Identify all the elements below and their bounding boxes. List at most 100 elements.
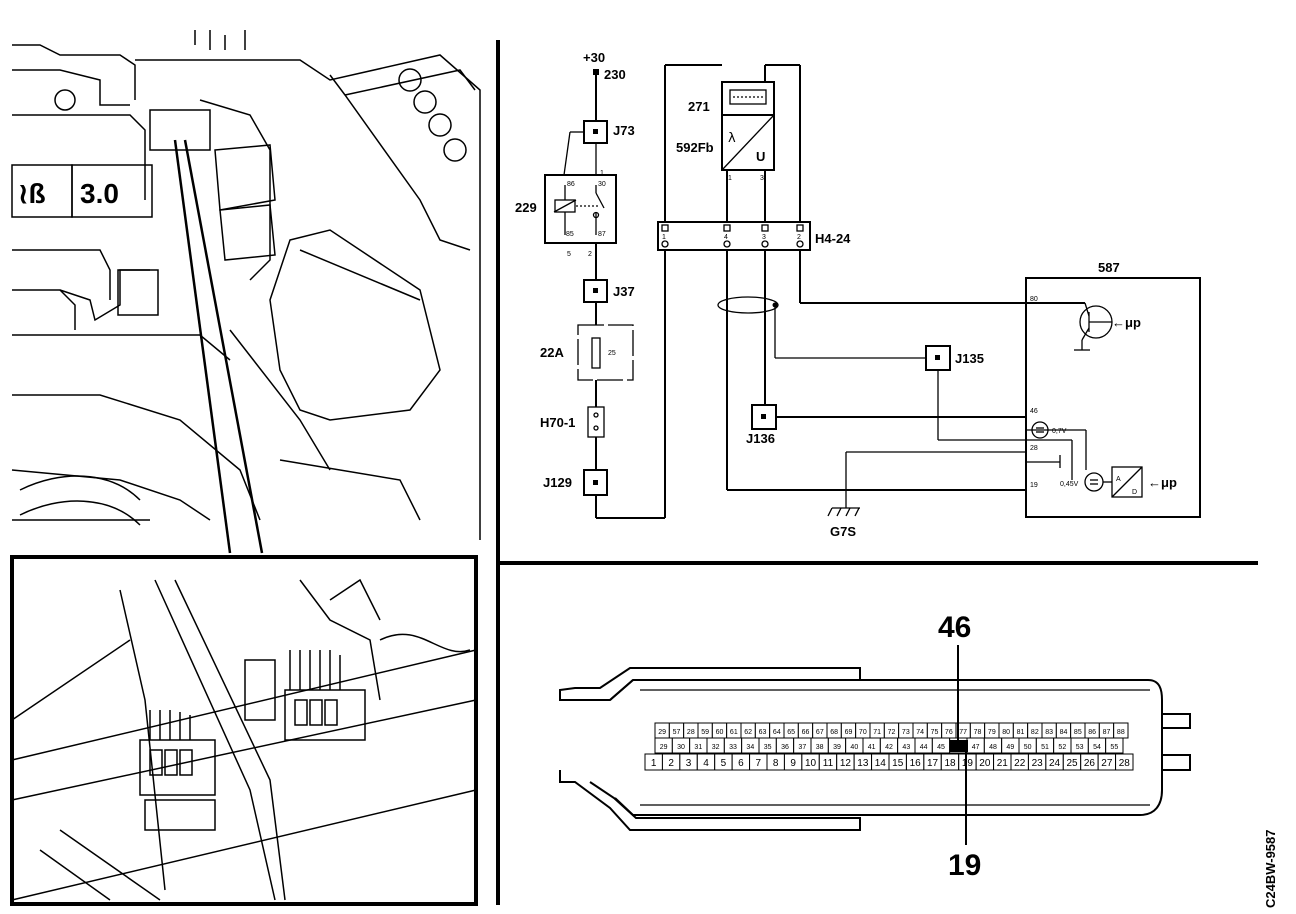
pin-row-bottom-label: 2 xyxy=(668,758,674,769)
pin-row-middle-label: 52 xyxy=(1058,744,1066,751)
fuse-22a xyxy=(577,324,634,381)
shield-ellipse xyxy=(717,296,779,314)
voltage-045v: 0,45V xyxy=(1060,481,1079,488)
svg-text:5: 5 xyxy=(567,251,571,258)
pin-row-top-label: 82 xyxy=(1031,729,1039,736)
pin-row-middle-label: 42 xyxy=(885,744,893,751)
svg-text:≀ß: ≀ß xyxy=(18,178,46,209)
connector-h70-1-label: H70-1 xyxy=(540,415,575,430)
pin-row-bottom-label: 15 xyxy=(892,758,904,769)
svg-text:87: 87 xyxy=(598,231,606,238)
connector-detail-illustration xyxy=(11,578,477,901)
pin-row-bottom-label: 11 xyxy=(823,758,834,769)
pin-row-top-label: 29 xyxy=(658,729,666,736)
lambda-sensor-label: 592Fb xyxy=(676,140,714,155)
mu-label-top: ←μp xyxy=(1112,315,1141,330)
pin-row-top-label: 81 xyxy=(1017,729,1025,736)
svg-text:1: 1 xyxy=(600,170,604,177)
wiring-schematic: +30 230 J73 229 86 30 1 85 87 5 2 J37 xyxy=(515,50,1201,539)
pin-callout-46: 46 xyxy=(938,611,971,644)
pin-row-middle-label: 49 xyxy=(1006,744,1014,751)
pin-row-top-label: 65 xyxy=(787,729,795,736)
pin-row-bottom-label: 20 xyxy=(979,758,991,769)
pin-row-middle-label: 30 xyxy=(677,744,685,751)
svg-text:1: 1 xyxy=(728,175,732,182)
pin-row-bottom-label: 9 xyxy=(790,758,796,769)
pin-row-top-label: 77 xyxy=(959,729,967,736)
pin-row-bottom-label: 8 xyxy=(773,758,779,769)
pin-row-middle-label: 36 xyxy=(781,744,789,751)
pin-row-bottom-label: 28 xyxy=(1119,758,1131,769)
fuse-22a-label: 22A xyxy=(540,345,564,360)
pin-row-top-label: 68 xyxy=(830,729,838,736)
supply-node: 230 xyxy=(604,67,626,82)
lambda-sensor-592fb xyxy=(721,81,775,171)
junction-j37-label: J37 xyxy=(613,284,635,299)
pin-row-middle-label: 38 xyxy=(816,744,824,751)
engine-badge: 3.0 xyxy=(80,178,119,209)
pin-row-bottom-label: 13 xyxy=(857,758,869,769)
pin-row-top-label: 66 xyxy=(802,729,810,736)
connector-h70-1 xyxy=(587,406,605,438)
junction-j136-label: J136 xyxy=(746,431,775,446)
pin-row-middle-label: 29 xyxy=(660,744,668,751)
pin-row-middle-label: 39 xyxy=(833,744,841,751)
pin-row-bottom-label: 6 xyxy=(738,758,744,769)
pin-row-middle-label: 31 xyxy=(694,744,702,751)
pin-row-bottom-label: 27 xyxy=(1101,758,1113,769)
svg-text:86: 86 xyxy=(567,181,575,188)
pin-row-top-label: 75 xyxy=(931,729,939,736)
pin-row-middle-label: 50 xyxy=(1024,744,1032,751)
svg-text:19: 19 xyxy=(1030,482,1038,489)
pin-row-top-label: 72 xyxy=(888,729,896,736)
source-045v-icon xyxy=(1084,472,1104,492)
pin-row-middle-label: 32 xyxy=(712,744,720,751)
mu-label-bottom: ←μp xyxy=(1148,475,1177,490)
pin-row-middle-label: 47 xyxy=(972,744,980,751)
ad-converter xyxy=(1111,466,1143,498)
pin-row-top-label: 63 xyxy=(759,729,767,736)
pin-row-top-label: 59 xyxy=(701,729,709,736)
pin-row-top-label: 67 xyxy=(816,729,824,736)
panel-frame xyxy=(10,40,1258,906)
pin-callout-19: 19 xyxy=(948,849,981,882)
pin-row-middle-label: 45 xyxy=(937,744,945,751)
connector-h4-24-label: H4-24 xyxy=(815,231,851,246)
pin-row-middle-label: 54 xyxy=(1093,744,1101,751)
junction-j129-label: J129 xyxy=(543,475,572,490)
pin-row-middle-label: 48 xyxy=(989,744,997,751)
svg-text:46: 46 xyxy=(1030,408,1038,415)
svg-text:U: U xyxy=(756,149,765,164)
pin-row-top-label: 61 xyxy=(730,729,738,736)
pin-row-top-label: 28 xyxy=(687,729,695,736)
svg-text:3: 3 xyxy=(760,175,764,182)
svg-text:25: 25 xyxy=(608,350,616,357)
svg-text:D: D xyxy=(1132,489,1137,496)
pin-row-middle-label: 41 xyxy=(868,744,876,751)
ecu-587 xyxy=(1025,277,1201,518)
pin-row-top-label: 88 xyxy=(1117,729,1125,736)
pin-row-bottom-label: 4 xyxy=(703,758,709,769)
pin-row-bottom-label: 23 xyxy=(1032,758,1044,769)
pin-row-top-label: 71 xyxy=(873,729,881,736)
pin-row-top-label: 62 xyxy=(744,729,752,736)
pin-row-bottom-label: 3 xyxy=(686,758,692,769)
pin-row-bottom-cell xyxy=(1115,753,1134,771)
pin-row-top-label: 57 xyxy=(673,729,681,736)
pin-row-top-label: 69 xyxy=(845,729,853,736)
pin-row-bottom-label: 26 xyxy=(1084,758,1096,769)
pin-row-bottom-label: 18 xyxy=(944,758,956,769)
pin-row-bottom-label: 5 xyxy=(721,758,727,769)
pin-row-middle-label: 55 xyxy=(1110,744,1118,751)
reference-code: C24BW-9587 xyxy=(1263,830,1278,909)
svg-text:85: 85 xyxy=(566,231,574,238)
svg-text:1: 1 xyxy=(662,234,666,241)
pin-row-bottom-label: 7 xyxy=(756,758,762,769)
svg-text:28: 28 xyxy=(1030,445,1038,452)
pin-row-top-label: 60 xyxy=(716,729,724,736)
pin-row-top-label: 83 xyxy=(1045,729,1053,736)
svg-text:3: 3 xyxy=(762,234,766,241)
pin-row-top-label: 84 xyxy=(1060,729,1068,736)
pin-row-middle-label: 40 xyxy=(850,744,858,751)
